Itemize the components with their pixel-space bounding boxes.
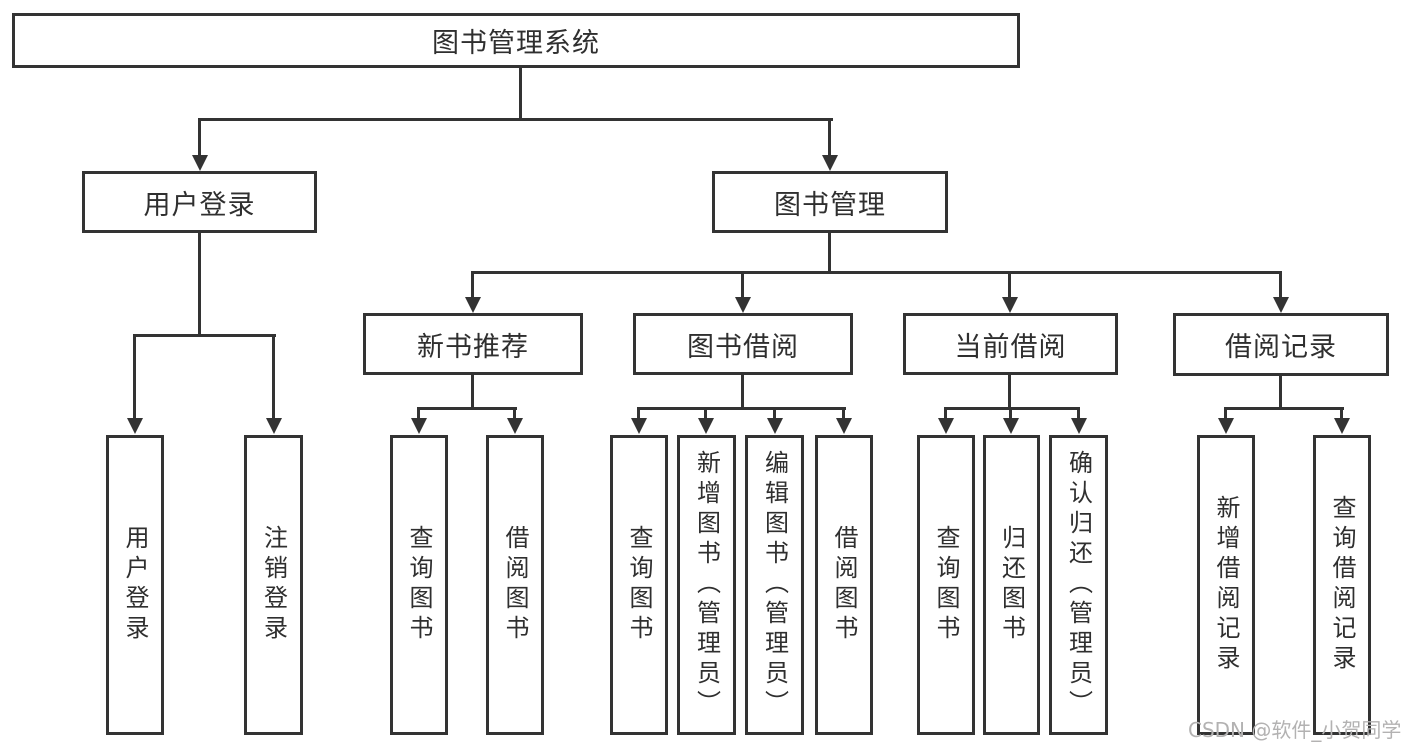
node-leaf-cb-query-book-label: 查询图书 [932,525,960,645]
node-book-borrow: 图书借阅 [633,313,853,375]
connector-borrow-record-trunk [1279,374,1282,409]
connector-stem-leaf-user-login [133,334,136,420]
connector-current-borrow-trunk [1008,374,1011,409]
node-leaf-br-add-record-label: 新增借阅记录 [1212,495,1240,675]
node-user-login: 用户登录 [82,171,317,233]
arrow-down-icon [266,418,282,434]
node-leaf-rec-borrow-book-label: 借阅图书 [501,525,529,645]
node-leaf-bb-edit-book: 编辑图书（管理员） [745,435,804,735]
watermark: CSDN @软件_小贺同学 [1188,718,1402,742]
connector-stem-bb-edit [773,407,776,420]
node-leaf-cb-query-book: 查询图书 [917,435,975,735]
node-user-login-label: 用户登录 [143,189,256,221]
connector-stem-cb-query [944,407,947,420]
arrow-down-icon [127,418,143,434]
connector-level2-crossbar [198,118,833,121]
connector-root-trunk [519,66,522,120]
arrow-down-icon [192,155,208,171]
connector-stem-leaf-logout [272,334,275,420]
connector-stem-bb-borrow [842,407,845,420]
node-leaf-cb-return-book: 归还图书 [983,435,1040,735]
node-leaf-bb-borrow-book: 借阅图书 [815,435,873,735]
arrow-down-icon [1002,297,1018,313]
node-root-label: 图书管理系统 [432,28,600,59]
connector-stem-user-login [198,118,201,158]
node-leaf-rec-query-book: 查询图书 [390,435,448,735]
connector-stem-cb-return [1009,407,1012,420]
node-current-borrow-label: 当前借阅 [954,331,1067,363]
node-leaf-br-query-record-label: 查询借阅记录 [1328,495,1356,675]
node-new-book-recommend: 新书推荐 [363,313,583,375]
node-new-book-recommend-label: 新书推荐 [417,331,529,363]
node-current-borrow: 当前借阅 [903,313,1118,375]
connector-user-login-crossbar [133,334,276,337]
connector-borrow-record-crossbar [1224,407,1344,410]
node-leaf-logout: 注销登录 [244,435,303,735]
connector-stem-book-borrow [741,271,744,298]
arrow-down-icon [1003,418,1019,434]
node-leaf-bb-query-book-label: 查询图书 [625,525,653,645]
connector-book-mgmt-trunk [828,233,831,274]
connector-book-borrow-trunk [741,374,744,409]
node-leaf-bb-edit-book-label: 编辑图书（管理员） [760,450,789,720]
connector-stem-br-add [1224,407,1227,420]
arrow-down-icon [767,418,783,434]
connector-stem-cb-confirm [1077,407,1080,420]
connector-stem-current-borrow [1008,271,1011,298]
node-book-borrow-label: 图书借阅 [687,331,799,363]
connector-recommend-crossbar [417,407,517,410]
arrow-down-icon [938,418,954,434]
node-leaf-br-query-record: 查询借阅记录 [1313,435,1371,735]
node-leaf-cb-confirm-return: 确认归还（管理员） [1049,435,1108,735]
node-leaf-bb-query-book: 查询图书 [610,435,668,735]
connector-stem-rec-borrow [513,407,516,420]
node-root: 图书管理系统 [12,13,1020,68]
connector-stem-new-book-recommend [471,271,474,298]
arrow-down-icon [465,297,481,313]
connector-stem-borrow-record [1279,271,1282,298]
node-leaf-cb-confirm-return-label: 确认归还（管理员） [1064,450,1093,720]
arrow-down-icon [507,418,523,434]
node-leaf-logout-label: 注销登录 [259,525,288,645]
connector-current-borrow-crossbar [944,407,1080,410]
node-book-mgmt-label: 图书管理 [774,189,886,221]
node-borrow-record-label: 借阅记录 [1225,332,1337,363]
connector-stem-book-mgmt [828,118,831,158]
arrow-down-icon [822,155,838,171]
node-borrow-record: 借阅记录 [1173,313,1389,376]
arrow-down-icon [631,418,647,434]
node-leaf-cb-return-book-label: 归还图书 [997,525,1026,645]
connector-stem-rec-query [417,407,420,420]
connector-user-login-trunk [198,233,201,336]
node-leaf-bb-add-book-label: 新增图书（管理员） [692,450,721,720]
arrow-down-icon [698,418,714,434]
arrow-down-icon [836,418,852,434]
node-book-mgmt: 图书管理 [712,171,948,233]
connector-stem-br-query [1340,407,1343,420]
arrow-down-icon [1273,297,1289,313]
arrow-down-icon [1071,418,1087,434]
node-leaf-rec-query-book-label: 查询图书 [405,525,433,645]
node-leaf-user-login-label: 用户登录 [121,525,149,645]
arrow-down-icon [1218,418,1234,434]
connector-book-borrow-crossbar [637,407,846,410]
node-leaf-br-add-record: 新增借阅记录 [1197,435,1255,735]
node-leaf-user-login: 用户登录 [106,435,164,735]
connector-stem-bb-add [704,407,707,420]
connector-recommend-trunk [471,374,474,409]
arrow-down-icon [1334,418,1350,434]
connector-level3-crossbar [471,271,1282,274]
node-leaf-bb-borrow-book-label: 借阅图书 [830,525,858,645]
arrow-down-icon [411,418,427,434]
node-leaf-bb-add-book: 新增图书（管理员） [677,435,736,735]
connector-stem-bb-query [637,407,640,420]
node-leaf-rec-borrow-book: 借阅图书 [486,435,544,735]
arrow-down-icon [735,297,751,313]
